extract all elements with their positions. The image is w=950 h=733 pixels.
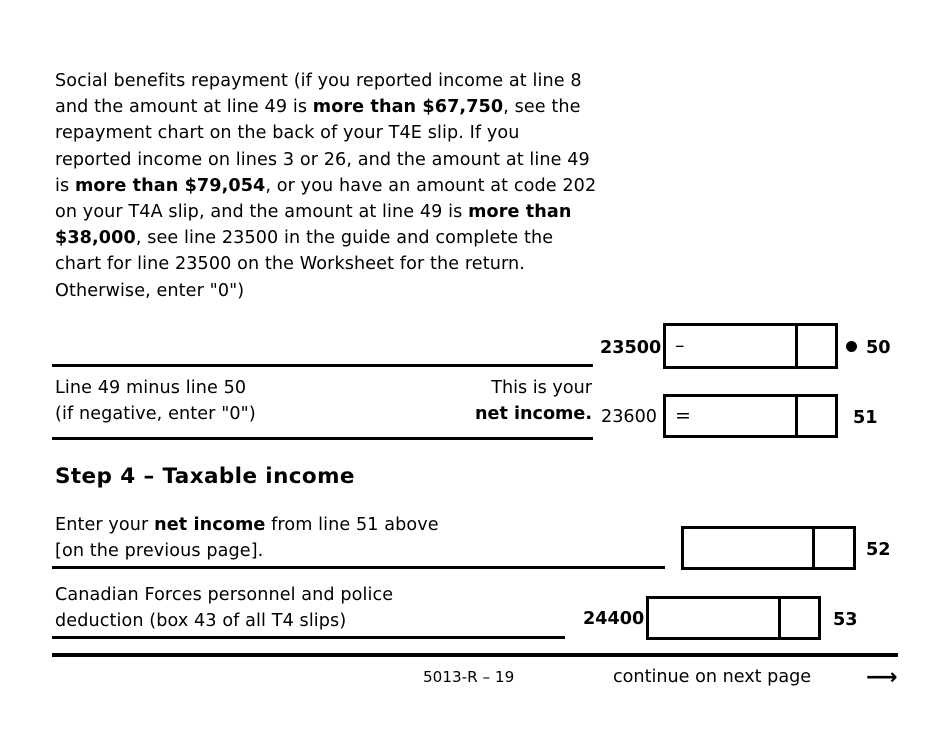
line-number-50: 50 (866, 338, 891, 358)
amount-box-line-53[interactable] (646, 596, 821, 640)
step-4-heading: Step 4 – Taxable income (55, 464, 355, 489)
sbr-text-1: Social benefits repayment (if you report… (55, 71, 588, 118)
row-52-label-post: from line 51 above (265, 515, 439, 535)
divider-after-line-52 (52, 566, 665, 569)
amount-box-line-52[interactable] (681, 526, 856, 570)
amount-cents-line-51[interactable] (795, 397, 835, 435)
amount-dollars-line-52[interactable] (684, 529, 812, 567)
arrow-right-icon: ⟶ (866, 665, 898, 690)
amount-cents-line-52[interactable] (812, 529, 853, 567)
net-income-label-line-2: (if negative, enter "0") (55, 404, 256, 425)
minus-operator-icon: – (675, 334, 685, 357)
amount-box-line-51[interactable]: = (663, 394, 838, 438)
line-number-52: 52 (866, 540, 891, 560)
step4-row-53-label: Canadian Forces personnel and police dedu… (55, 582, 595, 634)
equals-operator-icon: = (675, 404, 691, 427)
net-income-note-line-2: net income. (474, 404, 592, 425)
net-income-label-line-1: Line 49 minus line 50 (55, 378, 247, 398)
sbr-text-2: , see the repayment chart on the back of… (55, 97, 596, 196)
line-number-51: 51 (853, 408, 878, 428)
amount-dollars-line-53[interactable] (649, 599, 778, 637)
net-income-label: Line 49 minus line 50 (if negative, enter… (55, 375, 435, 427)
amount-box-line-50[interactable]: – (663, 323, 838, 369)
row-52-label-bold: net income (154, 515, 266, 535)
field-code-23600: 23600 (601, 407, 657, 427)
field-code-24400: 24400 (583, 609, 645, 629)
amount-dollars-line-51[interactable]: = (666, 397, 795, 435)
form-code: 5013-R – 19 (423, 668, 515, 686)
row-52-label-pre: Enter your (55, 515, 155, 535)
amount-cents-line-50[interactable] (795, 326, 835, 366)
social-benefits-repayment-text: Social benefits repayment (if you report… (55, 68, 600, 304)
footer-divider (52, 653, 898, 657)
sbr-text-4: , see line 23500 in the guide and comple… (55, 228, 559, 301)
line-number-53: 53 (833, 610, 858, 630)
sbr-text-3: , or you have an amount at code 202 on y… (55, 175, 602, 223)
field-code-23500: 23500 (600, 338, 662, 358)
amount-dollars-line-50[interactable]: – (666, 326, 795, 366)
row-53-label-line-1: Canadian Forces personnel and police (55, 585, 394, 605)
step4-row-52-label: Enter your net income from line 51 above… (55, 512, 655, 564)
row-52-label-line-2: [on the previous page]. (55, 541, 264, 562)
continue-next-page-label: continue on next page (613, 667, 812, 687)
sbr-bold-2: more than $79,054 (74, 175, 266, 196)
divider-after-line-53 (52, 636, 565, 639)
net-income-note: This is your net income. (380, 375, 592, 427)
sbr-bold-3: more than $38,000 (55, 202, 578, 249)
bullet-marker-line-50 (846, 341, 857, 352)
net-income-note-line-1: This is your (491, 378, 592, 398)
divider-after-line-50 (52, 364, 593, 367)
divider-after-line-51 (52, 437, 593, 440)
row-53-label-line-2: deduction (box 43 of all T4 slips) (55, 611, 347, 632)
amount-cents-line-53[interactable] (778, 599, 818, 637)
sbr-bold-1: more than $67,750 (312, 97, 504, 118)
